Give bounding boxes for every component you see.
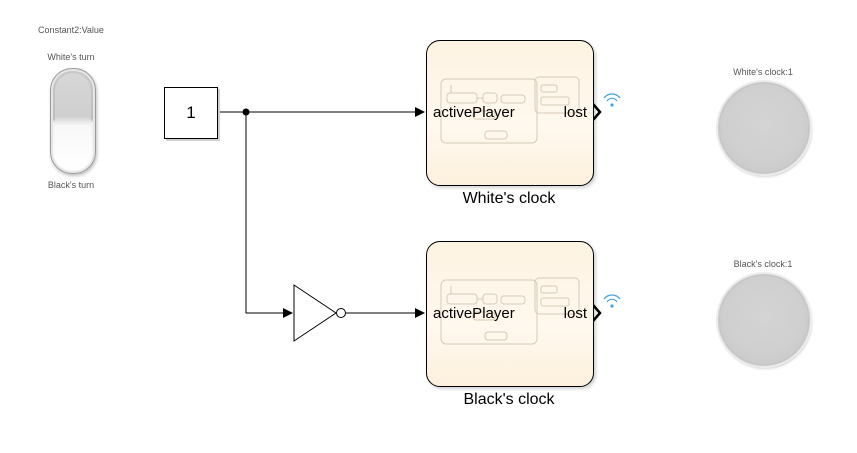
white-lamp-title: White's clock:1: [733, 67, 793, 77]
rocker-switch-face: [55, 73, 91, 169]
not-gate[interactable]: [293, 284, 337, 342]
rocker-top-label: White's turn: [47, 52, 95, 62]
white-clock-output-port-icon: [592, 103, 602, 121]
black-clock-logging-icon[interactable]: [603, 294, 621, 308]
black-lamp-title: Black's clock:1: [733, 259, 793, 269]
rocker-param-label: Constant2:Value: [38, 25, 104, 35]
constant-value: 1: [186, 103, 196, 122]
white-clock-logging-icon[interactable]: [603, 93, 621, 107]
white-clock-lamp[interactable]: [718, 82, 810, 174]
white-clock-input-port-label: activePlayer: [433, 104, 515, 121]
white-clock-block-name: White's clock: [462, 190, 556, 207]
constant-block[interactable]: 1: [164, 87, 218, 139]
white-clock-chart-block[interactable]: activePlayer lost: [426, 40, 594, 186]
black-clock-block-name: Black's clock: [463, 391, 555, 408]
black-clock-output-port-label: lost: [563, 305, 587, 322]
white-clock-stateflow-thumbnail-icon: [440, 76, 580, 144]
not-gate-bubble: [336, 308, 346, 318]
line-branch-to-not[interactable]: [245, 112, 293, 318]
white-clock-output-port-label: lost: [563, 104, 587, 121]
rocker-switch[interactable]: [50, 68, 96, 174]
black-clock-lamp[interactable]: [718, 274, 810, 366]
black-clock-input-port-label: activePlayer: [433, 305, 515, 322]
black-clock-stateflow-thumbnail-icon: [440, 277, 580, 345]
black-clock-output-port-icon: [592, 304, 602, 322]
black-clock-chart-block[interactable]: activePlayer lost: [426, 241, 594, 387]
rocker-bottom-label: Black's turn: [47, 180, 95, 190]
